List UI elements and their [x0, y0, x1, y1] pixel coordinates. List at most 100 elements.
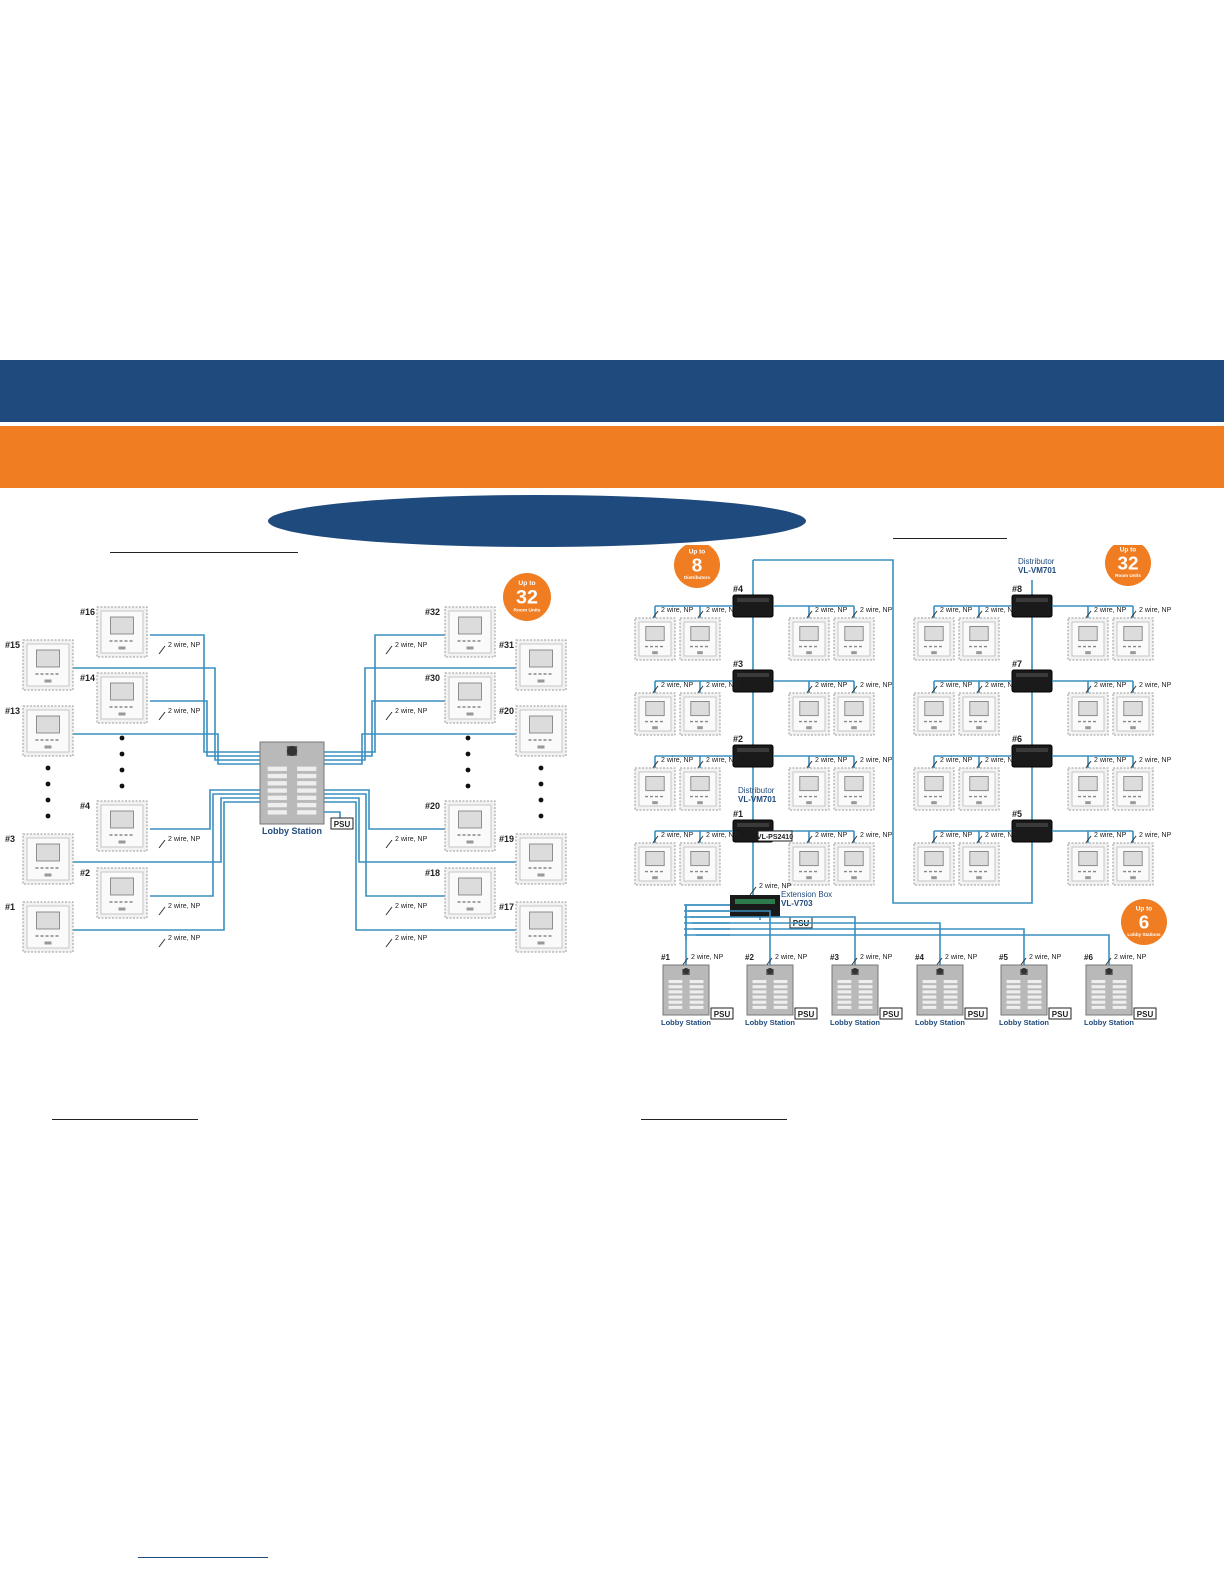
lobby-panel-button: [1112, 990, 1127, 994]
badge-room-units-right-bottom: Room Units: [1115, 573, 1141, 578]
lobby-panel-button: [267, 802, 287, 808]
lobby-panel-button: [922, 1005, 937, 1009]
room-unit-logo: [697, 876, 703, 880]
wire-label: 2 wire, NP: [395, 935, 428, 942]
room-unit-screen: [110, 616, 134, 635]
room-unit-logo: [806, 726, 812, 730]
room-unit-id: #32: [425, 607, 440, 617]
continuation-dots: [538, 813, 544, 819]
room-unit-logo: [466, 907, 474, 911]
room-unit-logo: [466, 840, 474, 844]
wire-right-inner: [324, 793, 445, 897]
distributor-id: #8: [1012, 584, 1022, 594]
lobby-panel-button: [297, 788, 317, 793]
room-unit-screen: [1123, 775, 1143, 792]
wire-label: 2 wire, NP: [661, 682, 694, 689]
distributor-terminals: [737, 748, 769, 752]
psu-box: [1133, 1007, 1157, 1020]
lobby-camera-icon: [852, 968, 858, 974]
lobby-bus-main: [685, 904, 730, 940]
wire-label: 2 wire, NP: [860, 832, 893, 839]
room-unit-id: #13: [5, 706, 20, 716]
caption-underline-left: [52, 1119, 198, 1120]
room-unit-screen: [36, 715, 60, 734]
room-unit-logo: [931, 876, 937, 880]
wire-label: 2 wire, NP: [395, 903, 428, 910]
wire-label: 2 wire, NP: [985, 832, 1018, 839]
lobby-panel-button: [297, 781, 317, 786]
room-unit: [958, 767, 1000, 811]
lobby-panel-button: [267, 773, 287, 779]
continuation-dots: [119, 751, 125, 757]
room-unit-screen: [844, 775, 864, 792]
room-unit-screen: [969, 775, 989, 792]
room-unit-screen: [36, 649, 60, 668]
lobby-camera-icon: [683, 968, 689, 974]
room-unit-logo: [44, 679, 52, 683]
wire-left-inner: [150, 700, 260, 757]
room-unit-screen: [458, 810, 482, 829]
badge-room-units-top: Up to: [518, 580, 535, 587]
room-unit-logo: [537, 679, 545, 683]
wire-label: 2 wire, NP: [168, 708, 201, 715]
continuation-dots: [119, 735, 125, 741]
lobby-panel-button: [668, 985, 683, 989]
lobby-panel-button: [297, 766, 317, 771]
room-unit: [833, 692, 875, 736]
room-unit-screen: [110, 810, 134, 829]
wire-left-inner: [150, 789, 260, 830]
room-unit-logo: [1085, 876, 1091, 880]
wire-left-inner: [150, 634, 260, 753]
psu-box-label: PSU: [798, 1010, 815, 1019]
lobby-panel-button: [267, 781, 287, 786]
lobby-panel-button: [943, 1000, 958, 1004]
lobby-camera-icon: [767, 968, 773, 974]
continuation-dots: [538, 781, 544, 787]
psu-box: [330, 817, 354, 830]
room-unit-screen: [36, 843, 60, 862]
distributor-model: VL-VM701: [1018, 566, 1057, 575]
room-unit-screen: [110, 682, 134, 701]
wire-label: 2 wire, NP: [661, 757, 694, 764]
wire-label: 2 wire, NP: [985, 757, 1018, 764]
room-unit: [96, 672, 148, 724]
room-unit: [515, 639, 567, 691]
lobby-panel-button: [858, 1005, 873, 1009]
room-unit-screen: [924, 700, 944, 717]
room-unit-logo: [931, 801, 937, 805]
lobby-panel-button: [922, 980, 937, 984]
room-unit-screen: [969, 850, 989, 867]
badge-lobby-stations: [1121, 899, 1167, 945]
room-unit-id: #19: [499, 834, 514, 844]
badge-distributors-top: Up to: [689, 549, 706, 556]
distributor: [732, 594, 774, 618]
distributor-terminals: [737, 673, 769, 677]
distributor-model: VL-VM701: [738, 795, 777, 804]
distributor-terminals: [737, 823, 769, 827]
distributor-id: #6: [1012, 734, 1022, 744]
room-unit-screen: [924, 850, 944, 867]
room-unit-logo: [931, 651, 937, 655]
wire-label: 2 wire, NP: [759, 883, 792, 890]
room-unit-id: #30: [425, 673, 440, 683]
room-unit: [679, 617, 721, 661]
room-unit-logo: [118, 907, 126, 911]
room-unit: [679, 767, 721, 811]
wire-label: 2 wire, NP: [1139, 607, 1172, 614]
room-unit-screen: [1123, 700, 1143, 717]
heading-underline-right: [893, 538, 1007, 539]
wire-label: 2 wire, NP: [395, 836, 428, 843]
badge-distributors: [674, 545, 720, 588]
room-unit-logo: [697, 726, 703, 730]
distributor-terminals: [1016, 748, 1048, 752]
wire-left-outer: [73, 797, 260, 863]
distributor-terminals: [1016, 598, 1048, 602]
room-unit-screen: [969, 700, 989, 717]
wire-slash: [385, 938, 393, 948]
room-unit-logo: [976, 876, 982, 880]
room-unit-id: #1: [5, 902, 15, 912]
lobby-station-label: Lobby Station: [262, 826, 322, 836]
lobby-panel-button: [752, 985, 767, 989]
room-unit: [958, 692, 1000, 736]
room-unit-screen: [690, 850, 710, 867]
